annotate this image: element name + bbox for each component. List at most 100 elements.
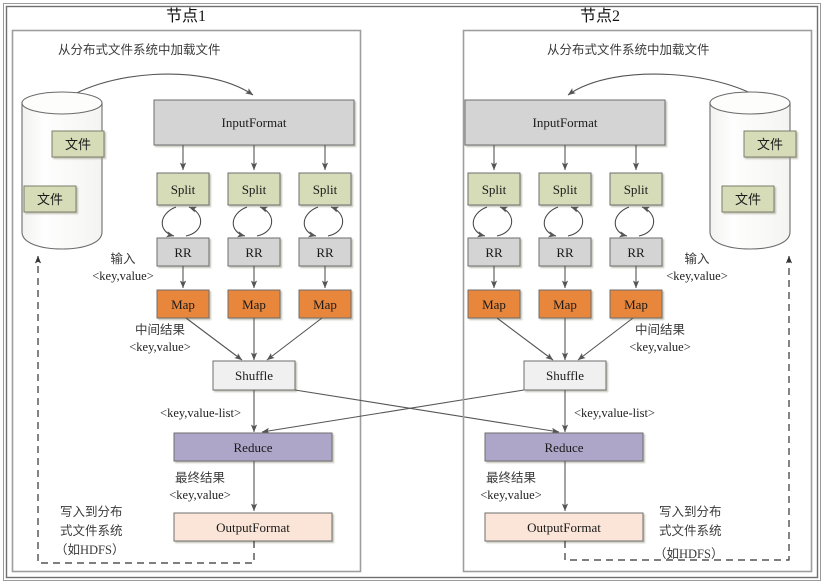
node2-split-3 — [609, 172, 663, 206]
node2-outputformat-box — [484, 512, 644, 542]
node2-keyvaluelist-label: <key,value-list> — [574, 406, 655, 420]
outer-frame — [3, 3, 821, 581]
node1-inputformat-label: InputFormat — [222, 115, 287, 130]
node2-writeback-line3: （如HDFS） — [654, 546, 723, 561]
node1-loop-1-up — [185, 206, 202, 237]
node2-input-label-line1: 输入 — [684, 251, 710, 266]
node1-outputformat-label: OutputFormat — [216, 520, 290, 535]
node1-shuffle-box — [212, 360, 296, 391]
node2-intermediate-label-line2: <key,value> — [629, 340, 691, 354]
node1-map3-to-shuffle — [266, 317, 323, 361]
node2-intermediate-label-line1: 中间结果 — [635, 322, 686, 337]
node2-writeback-line1: 写入到分布 — [659, 505, 722, 519]
node1-load-label: 从分布式文件系统中加载文件 — [58, 42, 221, 57]
node1-file-1 — [51, 130, 105, 158]
node2-map1-to-shuffle — [496, 317, 554, 361]
node2-split-3-label: Split — [624, 182, 649, 197]
node2-writeback-line2: 式文件系统 — [659, 523, 722, 538]
node2-inputformat-label: InputFormat — [533, 115, 598, 130]
node1-shuffle-label: Shuffle — [235, 368, 273, 383]
node1-map1-to-shuffle — [185, 317, 243, 361]
node2-map-3-label: Map — [624, 297, 648, 312]
node1-split-3-label: Split — [313, 182, 338, 197]
node2-file-2-label: 文件 — [735, 192, 761, 207]
node2-rr-3-label: RR — [627, 245, 645, 260]
node1-rr-3-label: RR — [316, 245, 334, 260]
node2-datastore-cylinder — [709, 91, 791, 250]
node1-loop-2-down — [232, 206, 248, 238]
node1-loop-3-down — [303, 206, 319, 238]
node2-split-2-label: Split — [553, 182, 578, 197]
node1-keyvaluelist-label: <key,value-list> — [160, 406, 241, 420]
node2-rr-1-label: RR — [485, 245, 503, 260]
node2-loop-2-down — [543, 206, 559, 238]
node1-final-label-line1: 最终结果 — [175, 470, 226, 485]
node2-reduce-label: Reduce — [545, 440, 584, 455]
node1-map-3-label: Map — [313, 297, 337, 312]
node2-shuffle-label: Shuffle — [546, 368, 584, 383]
node1-map-3 — [298, 289, 352, 319]
node2-loop-1-down — [472, 206, 488, 238]
node1-writeback-line3: （如HDFS） — [55, 542, 124, 557]
node1-loop-2-up — [256, 206, 273, 237]
node2-final-label-line2: <key,value> — [480, 488, 542, 502]
node2-final-label-line1: 最终结果 — [486, 470, 537, 485]
node2-loop-1-up — [496, 206, 513, 237]
node2-map-3 — [609, 289, 663, 319]
node1-split-3 — [298, 172, 352, 206]
node1-input-label-line2: <key,value> — [92, 269, 154, 283]
node1-split-1-label: Split — [171, 182, 196, 197]
node1-title: 节点1 — [166, 7, 206, 25]
node1-writeback-line2: 式文件系统 — [60, 523, 123, 538]
node2-rr-2 — [538, 237, 592, 267]
node2-split-1-label: Split — [482, 182, 507, 197]
node2-input-label-line2: <key,value> — [666, 269, 728, 283]
node1-intermediate-label-line1: 中间结果 — [135, 322, 186, 337]
node1-rr-2-label: RR — [245, 245, 263, 260]
node2-split-1 — [467, 172, 521, 206]
node1-input-label-line1: 输入 — [110, 251, 136, 266]
node2-file-1-label: 文件 — [757, 137, 783, 152]
node2-map-2-label: Map — [553, 297, 577, 312]
node2-loop-3-down — [614, 206, 630, 238]
node2-map-1 — [467, 289, 521, 319]
node1-file-2 — [23, 185, 77, 213]
node1-datastore-cylinder — [21, 91, 103, 250]
node1-reduce-box — [173, 432, 333, 462]
node1-map-2 — [227, 289, 281, 319]
node2-loop-3-up — [638, 206, 655, 237]
node1-map-1-label: Map — [171, 297, 195, 312]
node1-loop-1-down — [161, 206, 177, 238]
node1-loop-3-up — [327, 206, 344, 237]
node2-shuffle-box — [523, 360, 607, 391]
node2-title: 节点2 — [580, 7, 620, 25]
node1-split-2 — [227, 172, 281, 206]
node2-reduce-box — [484, 432, 644, 462]
node2-file-2 — [721, 185, 775, 213]
node2-rr-2-label: RR — [556, 245, 574, 260]
node2-load-label: 从分布式文件系统中加载文件 — [547, 42, 710, 57]
node1-shuffle-to-node2-reduce — [294, 389, 560, 434]
node1-rr-2 — [227, 237, 281, 267]
node1-rr-3 — [298, 237, 352, 267]
node2-map3-to-shuffle — [577, 317, 634, 361]
node1-inputformat-box — [153, 99, 355, 146]
node2-loop-2-up — [567, 206, 584, 237]
node2-outputformat-label: OutputFormat — [527, 520, 601, 535]
node1-reduce-label: Reduce — [234, 440, 273, 455]
node1-rr-1 — [156, 237, 210, 267]
node1-outputformat-box — [173, 512, 333, 542]
node1-writeback-line1: 写入到分布 — [60, 505, 123, 519]
node2-split-2 — [538, 172, 592, 206]
node1-final-label-line2: <key,value> — [169, 488, 231, 502]
node2-shuffle-to-node1-reduce — [261, 389, 525, 434]
node1-intermediate-label-line2: <key,value> — [129, 340, 191, 354]
node1-file-1-label: 文件 — [65, 137, 91, 152]
node1-panel — [11, 29, 362, 573]
node1-split-1 — [156, 172, 210, 206]
node1-map-2-label: Map — [242, 297, 266, 312]
node2-panel — [462, 29, 813, 573]
node1-split-2-label: Split — [242, 182, 267, 197]
